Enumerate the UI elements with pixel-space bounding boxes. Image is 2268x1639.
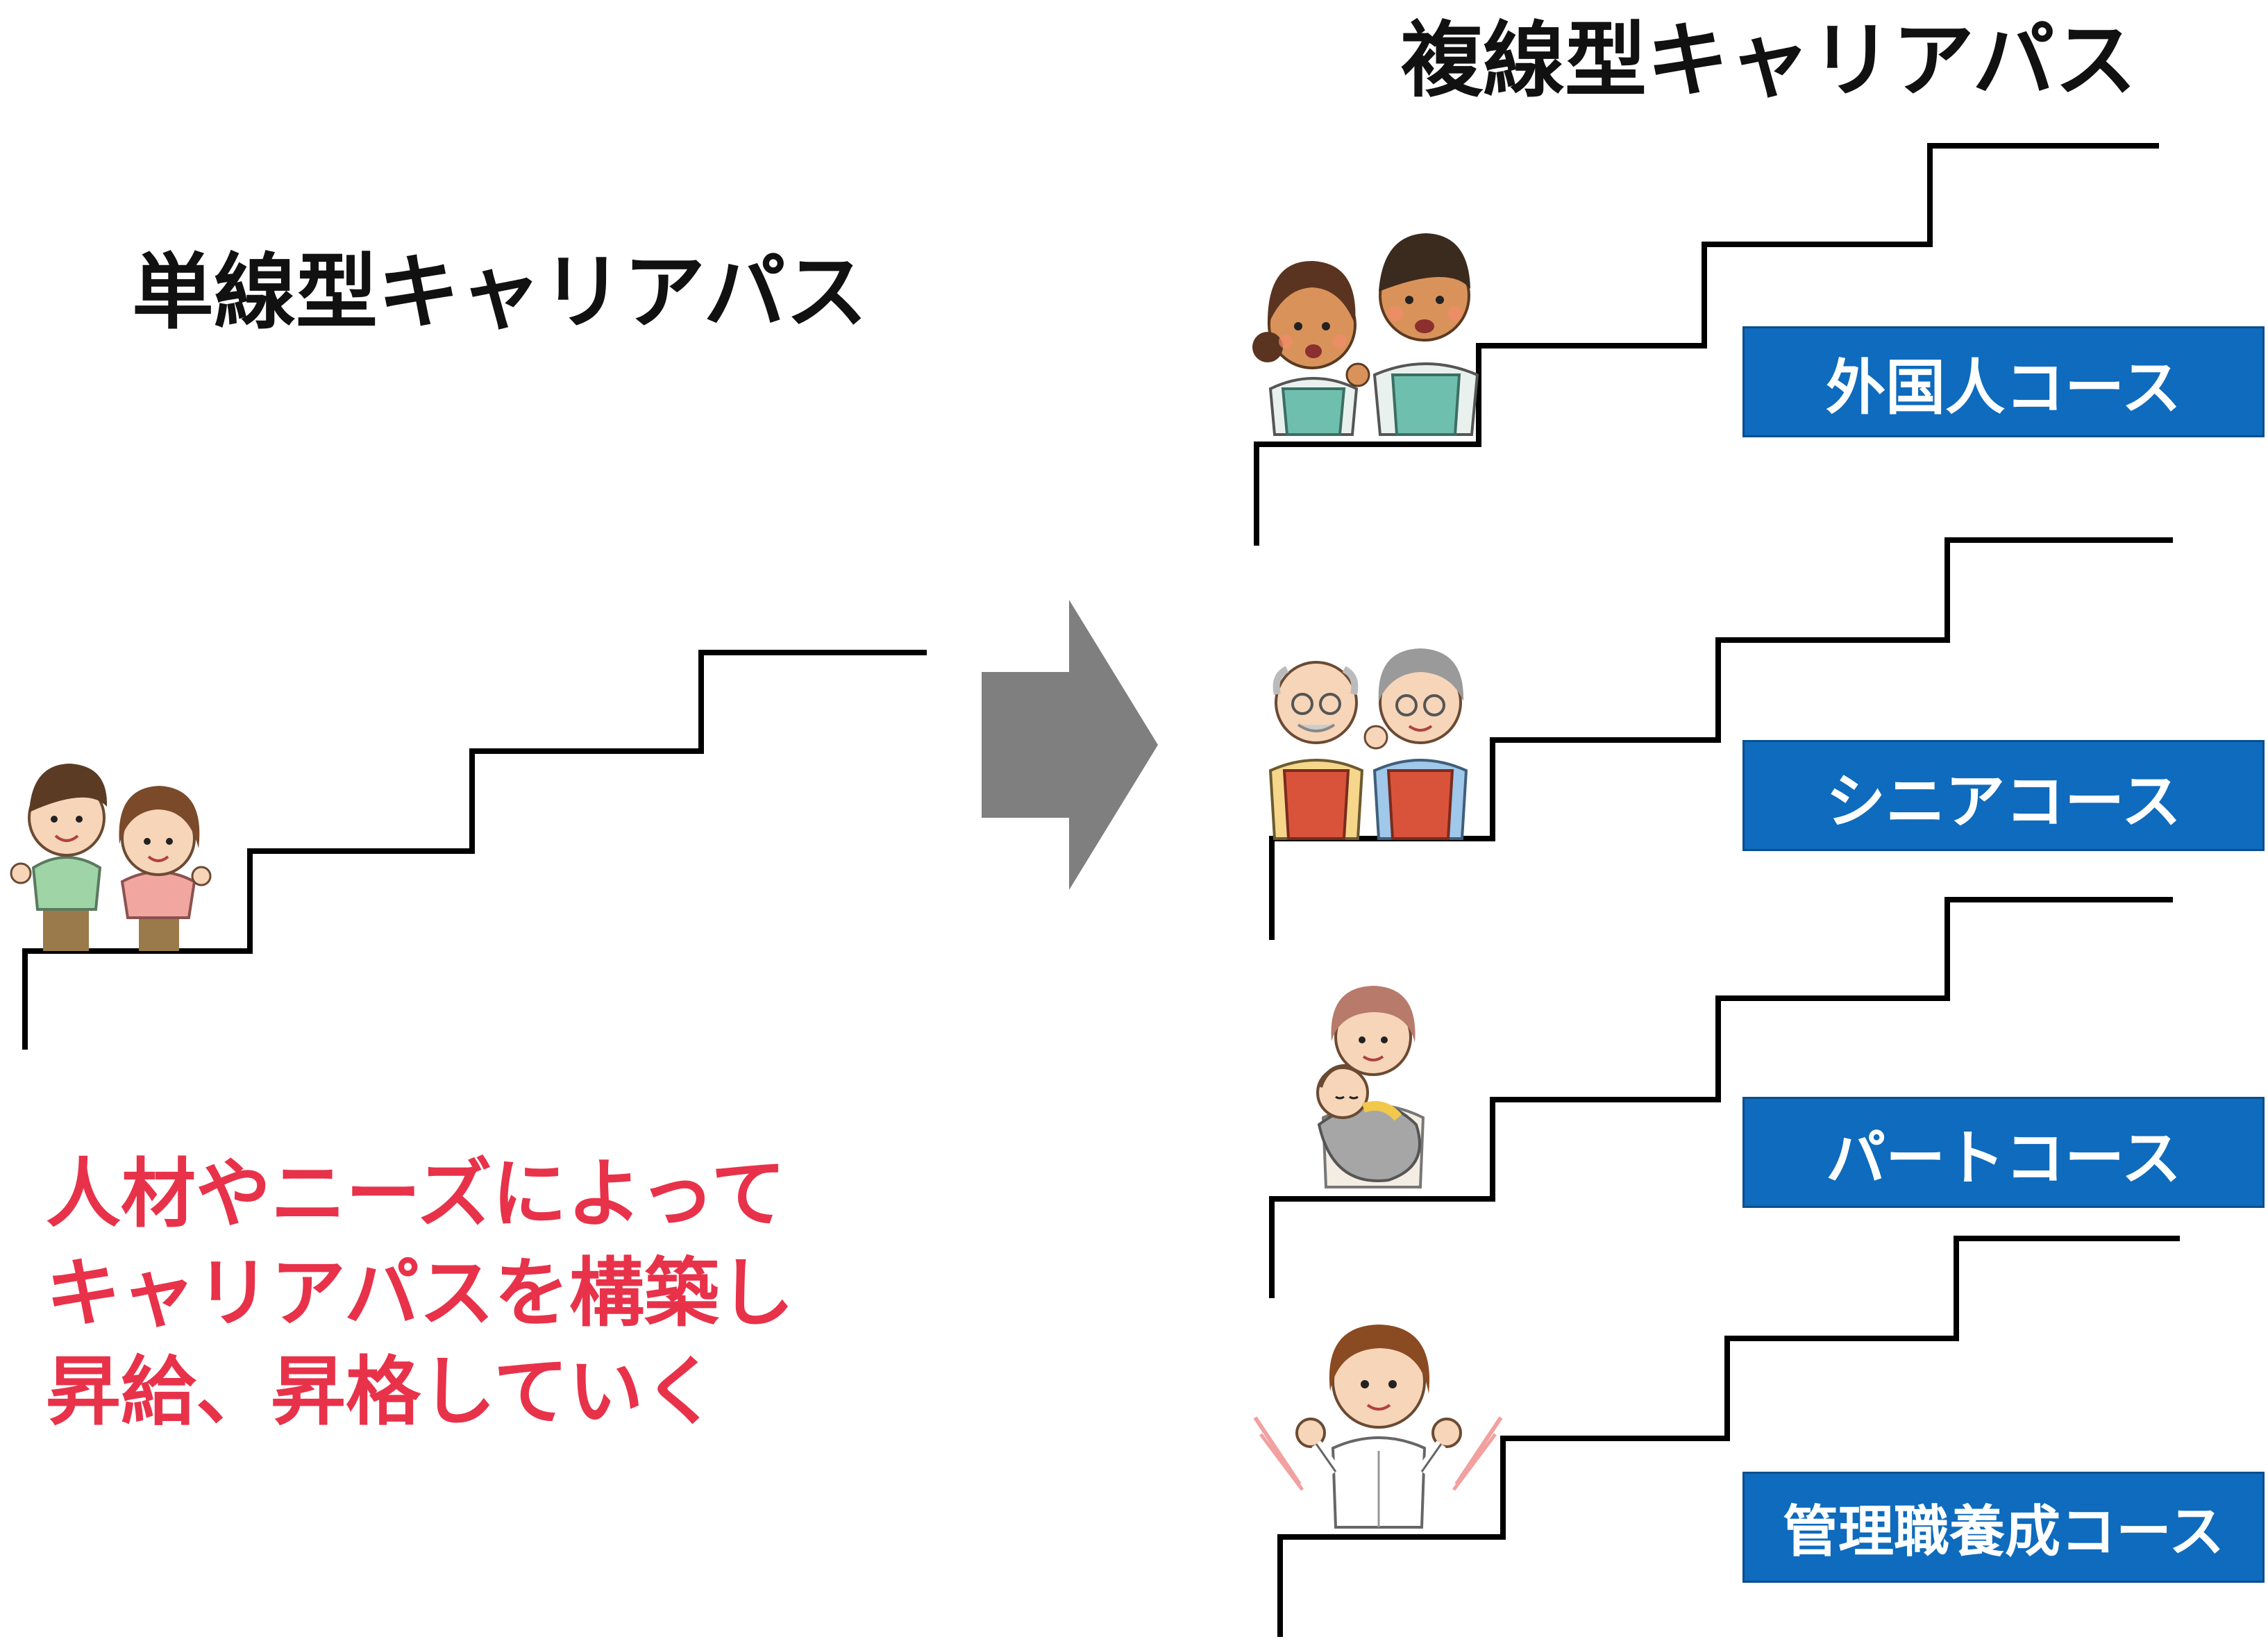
staff-pair-icon	[10, 764, 212, 951]
staircase-part-course	[1269, 897, 2173, 1298]
course-label-manager: 管理職養成コース	[1742, 1472, 2265, 1583]
foreign-workers-icon	[1252, 233, 1479, 436]
single-career-path-title: 単線型キャリアパス	[132, 244, 868, 340]
message-line-1: 人材やニーズによって	[46, 1151, 786, 1238]
message-line-3: 昇給、昇格していく	[46, 1349, 719, 1436]
course-label-foreign: 外国人コース	[1742, 326, 2265, 437]
career-message: 人材やニーズによって キャリアパスを構築し 昇給、昇格していく	[46, 1145, 794, 1443]
staircase-foreign-course	[1254, 143, 2159, 546]
message-line-2: キャリアパスを構築し	[46, 1250, 794, 1337]
mother-with-baby-icon	[1316, 986, 1425, 1188]
manager-woman-icon	[1253, 1325, 1503, 1529]
course-label-part: パートコース	[1742, 1097, 2265, 1208]
multi-career-path-title: 複線型キャリアパス	[1401, 12, 2137, 108]
course-label-senior: シニアコース	[1742, 740, 2265, 851]
single-career-staircase	[22, 650, 927, 1050]
senior-workers-icon	[1268, 648, 1468, 840]
staircase-manager-course	[1277, 1236, 2180, 1637]
right-arrow-icon	[982, 600, 1158, 890]
